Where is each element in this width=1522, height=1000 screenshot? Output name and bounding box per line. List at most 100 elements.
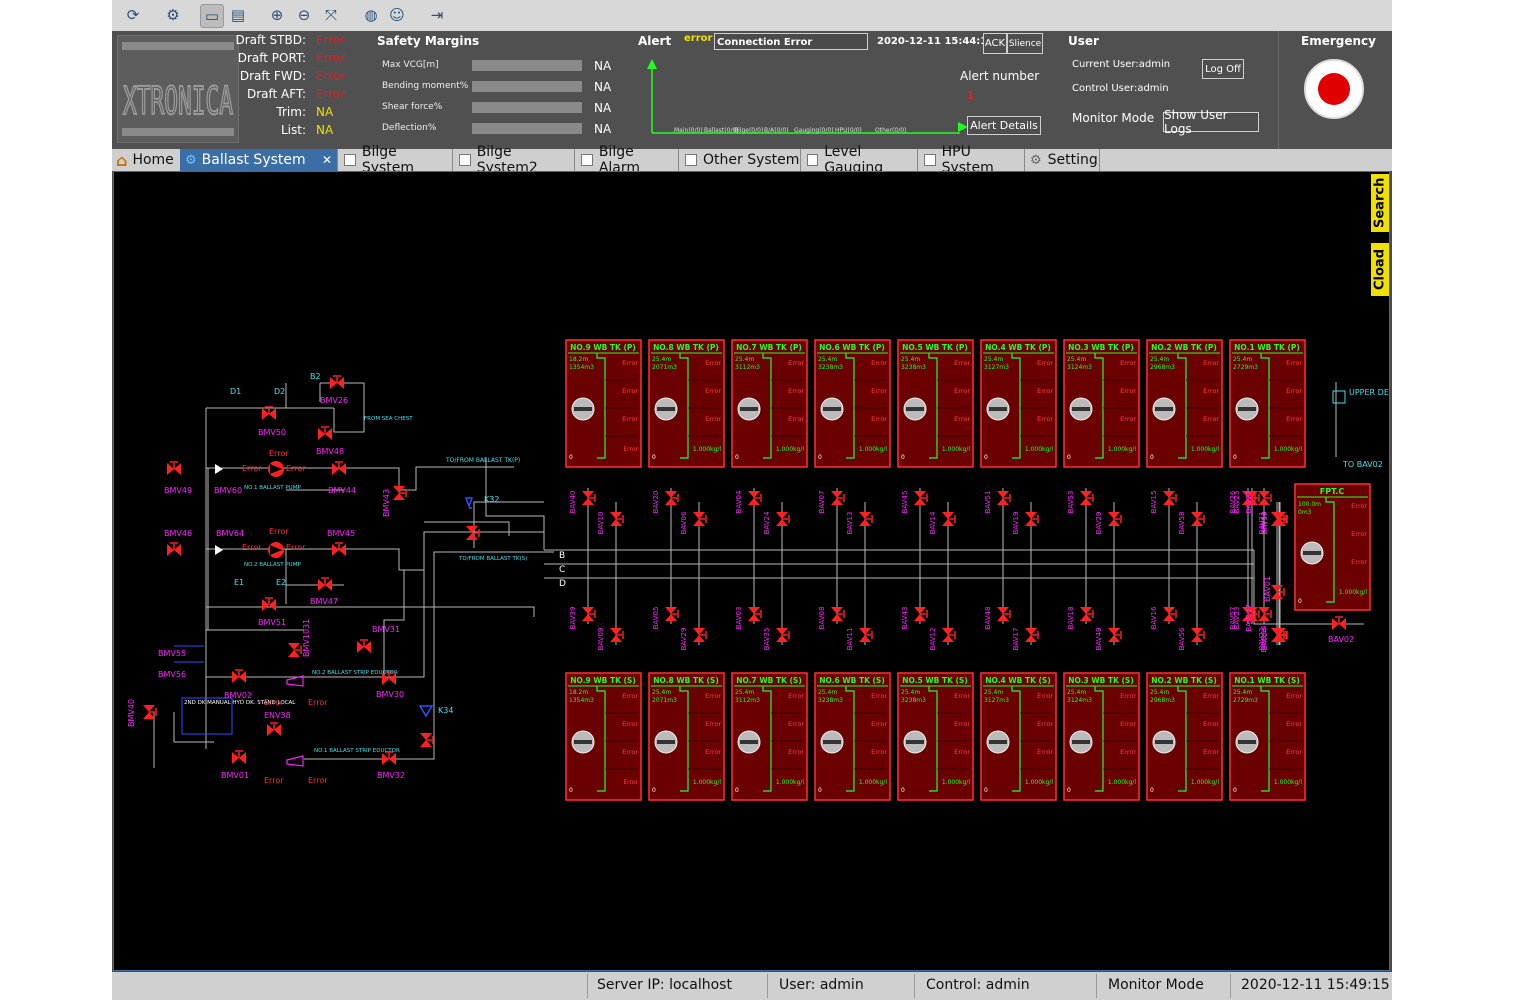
valve-bav13[interactable] xyxy=(859,512,873,526)
valve-bav17[interactable] xyxy=(1025,628,1039,642)
valve-bmv44[interactable] xyxy=(332,461,346,475)
tank[interactable]: NO.6 WB TK (S)25.4m3238m3ErrorErrorError… xyxy=(814,672,891,801)
valve-bav27[interactable] xyxy=(1258,491,1272,505)
valve-bav26[interactable] xyxy=(1242,491,1256,505)
network-icon[interactable]: ◍ xyxy=(364,6,378,24)
tank[interactable]: NO.8 WB TK (S)25.4m2071m3ErrorErrorError… xyxy=(648,672,725,801)
pump-icon[interactable] xyxy=(268,461,284,477)
tank[interactable]: NO.9 WB TK (P)18.2m1354m3ErrorErrorError… xyxy=(565,339,642,468)
valve-bav43[interactable] xyxy=(914,607,928,621)
zoom-out-icon[interactable]: ⊖ xyxy=(297,6,311,24)
valve-bmv31[interactable] xyxy=(357,639,371,653)
valve-bav45[interactable] xyxy=(914,491,928,505)
tank[interactable]: NO.8 WB TK (P)25.4m2071m3ErrorErrorError… xyxy=(648,339,725,468)
valve-bav04[interactable] xyxy=(748,491,762,505)
tank[interactable]: NO.3 WB TK (S)25.4m3124m3ErrorErrorError… xyxy=(1063,672,1140,801)
valve-bav29[interactable] xyxy=(693,628,707,642)
valve-bav01[interactable] xyxy=(1271,585,1285,599)
valve-bmv49[interactable] xyxy=(167,461,181,475)
valve-bav08[interactable] xyxy=(831,607,845,621)
valve-bav11[interactable] xyxy=(859,628,873,642)
silence-button[interactable]: Slience xyxy=(1007,33,1043,54)
valve-bav29[interactable] xyxy=(1108,512,1122,526)
users-icon[interactable]: ☺ xyxy=(389,6,405,24)
tab-setting[interactable]: ⚙Setting xyxy=(1024,149,1100,171)
valve-bav18[interactable] xyxy=(1080,607,1094,621)
valve-bav09[interactable] xyxy=(610,628,624,642)
refresh-icon[interactable]: ⟳ xyxy=(126,6,140,24)
fit-icon[interactable]: ⤧ xyxy=(324,6,337,24)
valve-bmv51[interactable] xyxy=(262,597,276,611)
valve-bav03[interactable] xyxy=(748,607,762,621)
valve-bav58[interactable] xyxy=(1191,512,1205,526)
valve-bmv47[interactable] xyxy=(318,577,332,591)
valve-bav114[interactable] xyxy=(1273,628,1287,642)
valve-k34[interactable] xyxy=(420,733,434,747)
valve-bav48[interactable] xyxy=(997,607,1011,621)
zoom-in-icon[interactable]: ⊕ xyxy=(270,6,284,24)
valve-bmv1031[interactable] xyxy=(288,643,302,657)
tank[interactable]: NO.9 WB TK (S)18.2m1354m3ErrorErrorError… xyxy=(565,672,642,801)
chart-window-icon[interactable]: ▤ xyxy=(230,6,246,24)
valve-bmv32[interactable] xyxy=(382,751,396,765)
alert-message-field[interactable]: Connection Error xyxy=(714,33,868,50)
export-icon[interactable]: ⇥ xyxy=(430,6,444,24)
emergency-stop-button[interactable] xyxy=(1304,59,1364,119)
valve-bav56[interactable] xyxy=(1191,628,1205,642)
valve-bav16[interactable] xyxy=(1163,607,1177,621)
valve-bav51[interactable] xyxy=(997,491,1011,505)
valve-env38[interactable] xyxy=(267,722,281,736)
valve-bav62[interactable] xyxy=(1273,512,1287,526)
valve-bav10[interactable] xyxy=(610,512,624,526)
valve-bav20[interactable] xyxy=(665,491,679,505)
close-tab-icon[interactable]: ✕ xyxy=(321,153,332,167)
valve-bav06[interactable] xyxy=(693,512,707,526)
tab-bilge-alarm[interactable]: Bilge Alarm xyxy=(574,144,679,176)
pump-icon[interactable] xyxy=(268,542,284,558)
valve-bav19[interactable] xyxy=(1025,512,1039,526)
valve-bav40[interactable] xyxy=(582,491,596,505)
tank[interactable]: NO.2 WB TK (S)25.4m2968m3ErrorErrorError… xyxy=(1146,672,1223,801)
valve-bmv45[interactable] xyxy=(332,542,346,556)
tank[interactable]: NO.4 WB TK (P)25.4m3127m3ErrorErrorError… xyxy=(980,339,1057,468)
user-settings-icon[interactable]: ⚙ xyxy=(166,6,180,24)
ack-button[interactable]: ACK xyxy=(983,33,1007,54)
valve-bav15[interactable] xyxy=(1163,491,1177,505)
log-off-button[interactable]: Log Off xyxy=(1202,59,1244,79)
valve-bmv43[interactable] xyxy=(393,486,407,500)
tank[interactable]: NO.7 WB TK (P)25.4m3112m3ErrorErrorError… xyxy=(731,339,808,468)
valve-bmv50[interactable] xyxy=(262,406,276,420)
valve-bmv30[interactable] xyxy=(382,671,396,685)
tab-other-system[interactable]: Other System xyxy=(678,149,801,171)
tank[interactable]: NO.7 WB TK (S)25.4m3112m3ErrorErrorError… xyxy=(731,672,808,801)
valve-bav14[interactable] xyxy=(942,512,956,526)
tank[interactable]: NO.5 WB TK (P)25.4m3238m3ErrorErrorError… xyxy=(897,339,974,468)
valve-bav117[interactable] xyxy=(1258,607,1272,621)
valve-bav02[interactable] xyxy=(1332,616,1346,630)
valve-bav35[interactable] xyxy=(776,628,790,642)
tank[interactable]: NO.5 WB TK (S)25.4m3238m3ErrorErrorError… xyxy=(897,672,974,801)
valve-k32[interactable] xyxy=(466,526,480,540)
tab-bilge-system2[interactable]: Bilge System2 xyxy=(452,144,575,176)
valve-bav39[interactable] xyxy=(582,607,596,621)
valve-bav05[interactable] xyxy=(665,607,679,621)
valve-bav12[interactable] xyxy=(942,628,956,642)
valve-bav53[interactable] xyxy=(1080,491,1094,505)
tank[interactable]: NO.6 WB TK (P)25.4m3238m3ErrorErrorError… xyxy=(814,339,891,468)
valve-bmv02[interactable] xyxy=(232,669,246,683)
valve-bav07[interactable] xyxy=(831,491,845,505)
valve-bmv46[interactable] xyxy=(167,542,181,556)
tank[interactable]: NO.1 WB TK (P)25.4m2729m3ErrorErrorError… xyxy=(1229,339,1306,468)
valve-bmv01[interactable] xyxy=(232,750,246,764)
tab-home[interactable]: ⌂Home xyxy=(112,149,181,171)
tab-level-gauging[interactable]: Level Gauging xyxy=(800,144,918,176)
tab-hpu-system[interactable]: HPU System xyxy=(917,144,1025,176)
valve-bmv48[interactable] xyxy=(318,426,332,440)
valve-bav49[interactable] xyxy=(1108,628,1122,642)
tank[interactable]: NO.4 WB TK (S)25.4m3127m3ErrorErrorError… xyxy=(980,672,1057,801)
valve-bav24[interactable] xyxy=(776,512,790,526)
valve-bmv40[interactable] xyxy=(143,705,157,719)
show-user-logs-button[interactable]: Show User Logs xyxy=(1163,108,1259,136)
alert-details-button[interactable]: Alert Details xyxy=(967,116,1041,135)
